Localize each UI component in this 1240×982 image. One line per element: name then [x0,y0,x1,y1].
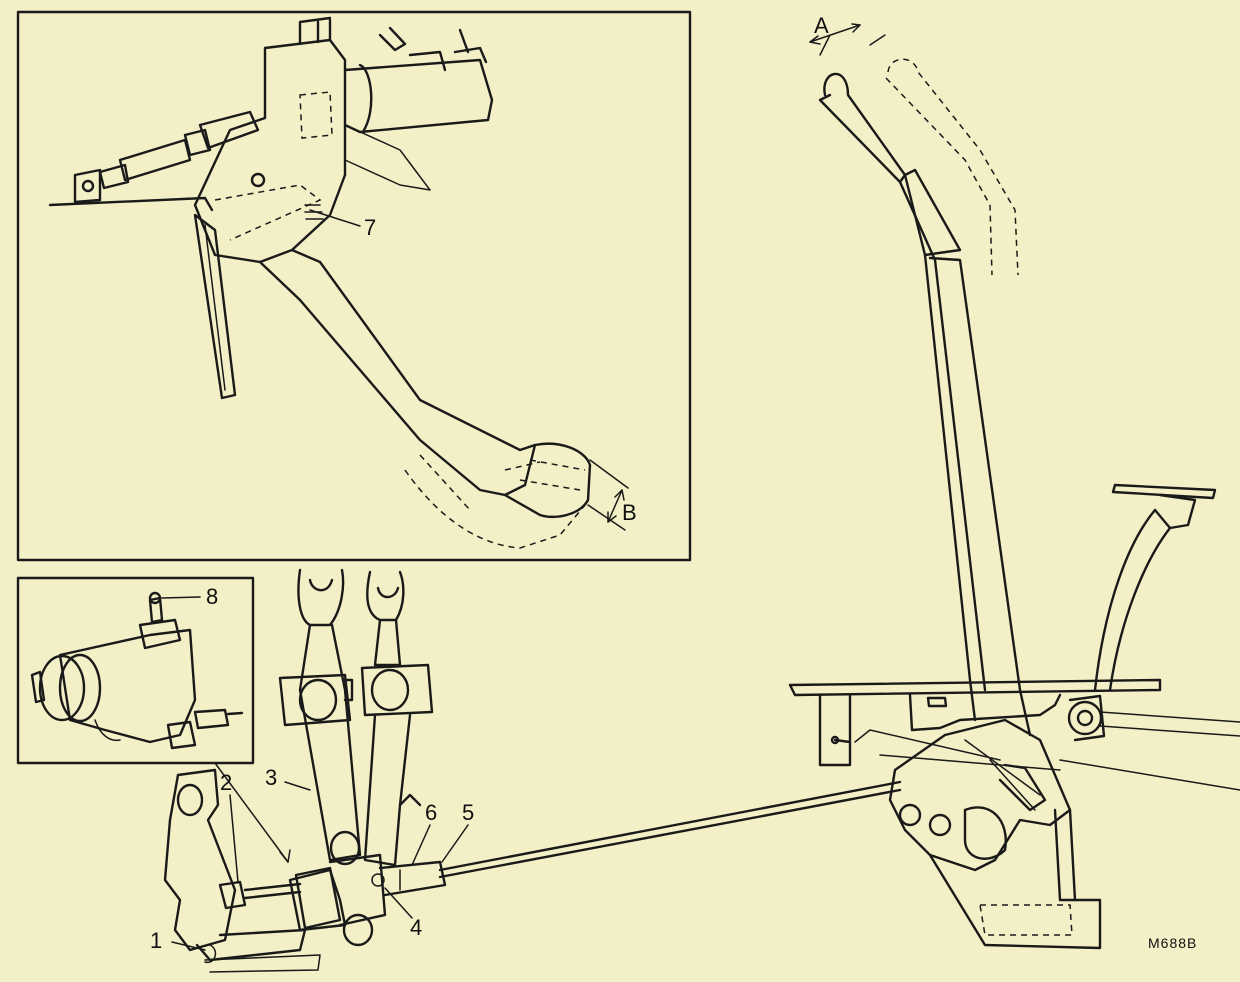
inset-slave-cylinder: 8 [16,576,291,863]
figure-code: M688B [1148,935,1197,951]
callout-4: 4 [410,915,422,940]
callout-1: 1 [150,928,162,953]
callout-8: 8 [206,584,218,609]
callout-5: 5 [462,800,474,825]
callout-3: 3 [265,765,277,790]
inset-pedal-box: B 7 [16,10,692,562]
callout-6: 6 [425,800,437,825]
main-linkage: A [150,13,1240,973]
callout-7: 7 [364,215,376,240]
dimension-a-label: A [814,13,829,38]
callout-2: 2 [220,770,232,795]
dimension-b-label: B [622,500,637,525]
